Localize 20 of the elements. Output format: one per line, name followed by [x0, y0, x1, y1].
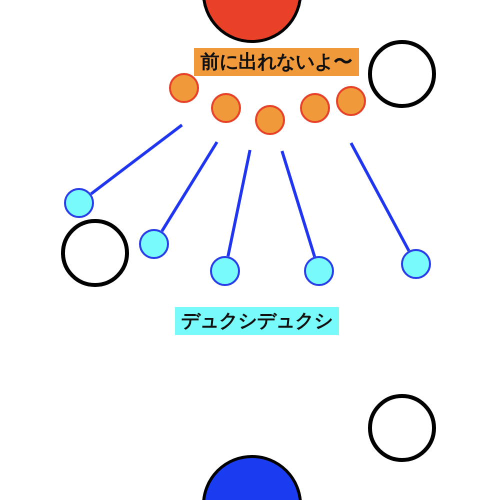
filled-circle	[169, 73, 199, 103]
filled-circle	[300, 93, 330, 123]
line	[160, 141, 218, 232]
filled-circle	[211, 93, 241, 123]
text-label: デュクシデュクシ	[175, 307, 339, 335]
filled-circle	[401, 249, 431, 279]
filled-circle	[304, 256, 334, 286]
outline-circle	[61, 219, 129, 287]
line	[350, 142, 410, 252]
line	[280, 150, 316, 258]
filled-circle	[336, 86, 366, 116]
filled-circle	[64, 188, 94, 218]
outline-circle	[368, 40, 436, 108]
text-label: 前に出れないよ〜	[194, 48, 359, 76]
line	[90, 124, 183, 196]
outline-circle	[368, 394, 436, 462]
line	[226, 150, 252, 257]
filled-circle	[210, 256, 240, 286]
filled-circle	[255, 105, 285, 135]
filled-circle	[139, 229, 169, 259]
